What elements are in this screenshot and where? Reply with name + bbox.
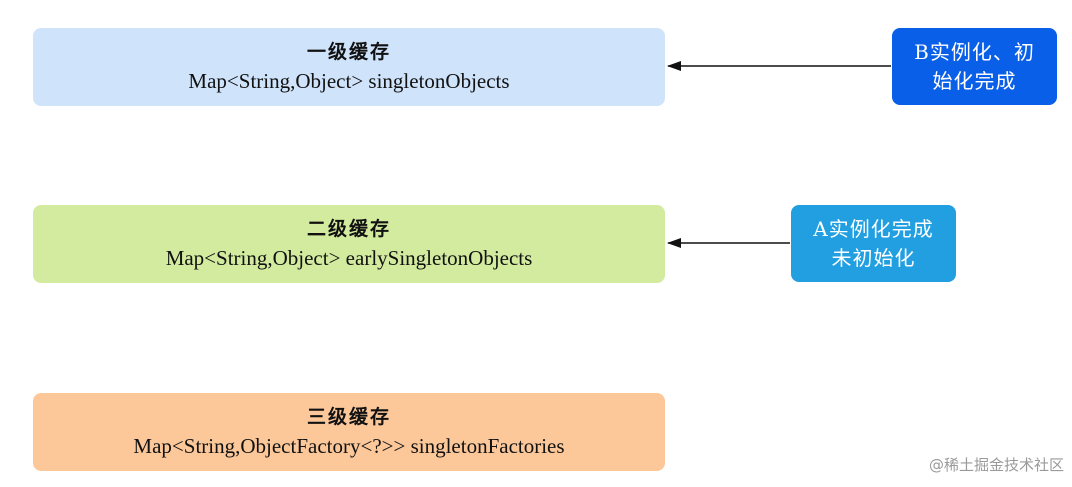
level2-cache-box: 二级缓存 Map<String,Object> earlySingletonOb…: [33, 205, 665, 283]
state-b-box: B实例化、初 始化完成: [892, 28, 1057, 105]
state-a-line1: A实例化完成: [813, 216, 934, 241]
state-a-line2: 未初始化: [831, 245, 916, 270]
state-b-line2: 始化完成: [932, 68, 1017, 93]
level3-cache-field: Map<String,ObjectFactory<?>> singletonFa…: [133, 434, 565, 458]
level1-cache-box: 一级缓存 Map<String,Object> singletonObjects: [33, 28, 665, 106]
level2-cache-title: 二级缓存: [306, 218, 391, 240]
watermark: @稀土掘金技术社区: [928, 456, 1064, 474]
level1-cache-title: 一级缓存: [306, 41, 391, 63]
state-b-line1: B实例化、初: [914, 39, 1035, 64]
state-a-box: A实例化完成 未初始化: [791, 205, 956, 282]
level1-cache-field: Map<String,Object> singletonObjects: [188, 69, 510, 93]
level3-cache-title: 三级缓存: [306, 406, 391, 428]
level2-cache-field: Map<String,Object> earlySingletonObjects: [165, 246, 533, 270]
level3-cache-box: 三级缓存 Map<String,ObjectFactory<?>> single…: [33, 393, 665, 471]
